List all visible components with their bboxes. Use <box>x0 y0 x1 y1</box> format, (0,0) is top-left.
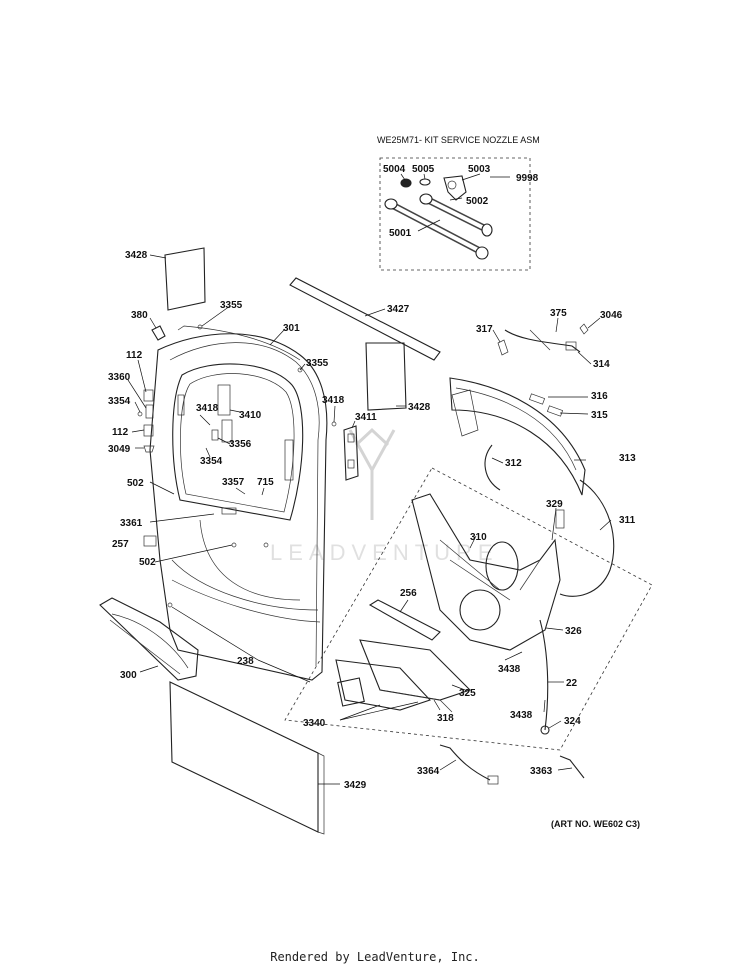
bracket-313 <box>449 377 586 496</box>
callout-3360: 3360 <box>108 372 131 383</box>
part-324 <box>540 725 550 735</box>
kit-title: WE25M71- KIT SERVICE NOZZLE ASM <box>377 135 540 145</box>
callout-3364: 3364 <box>417 766 440 777</box>
screw-3354 <box>137 411 143 417</box>
callout-3418-b: 3418 <box>322 395 345 406</box>
art-number: (ART NO. WE602 C3) <box>551 819 640 829</box>
callout-3411: 3411 <box>355 412 377 423</box>
kit-service-nozzle: WE25M71- KIT SERVICE NOZZLE ASM <box>377 135 540 271</box>
callout-313: 313 <box>619 453 636 464</box>
callout-380: 380 <box>131 310 148 321</box>
callout-3427: 3427 <box>387 304 410 315</box>
drawer-300 <box>99 597 199 681</box>
callout-5001: 5001 <box>389 228 412 239</box>
callout-257: 257 <box>112 539 129 550</box>
callout-labels: 5004 5005 5003 9998 5002 5001 3428 3355 … <box>108 164 640 829</box>
callout-112-a: 112 <box>126 350 143 361</box>
callout-715: 715 <box>257 477 274 488</box>
callout-310: 310 <box>470 532 487 543</box>
callout-3361: 3361 <box>120 518 143 529</box>
callout-316: 316 <box>591 391 608 402</box>
callout-3428-top: 3428 <box>125 250 148 261</box>
callout-3354-b: 3354 <box>200 456 223 467</box>
footer-credit: Rendered by LeadVenture, Inc. <box>270 950 480 964</box>
callout-3438-b: 3438 <box>510 710 533 721</box>
part-3049 <box>143 445 155 453</box>
callout-256: 256 <box>400 588 417 599</box>
callout-311: 311 <box>619 515 636 526</box>
part-3363 <box>559 755 585 779</box>
pad-3428-top <box>164 247 206 311</box>
hose-22 <box>539 619 549 731</box>
pad-3428-mid <box>365 342 407 411</box>
callout-5005: 5005 <box>412 164 435 175</box>
ring-312 <box>484 444 501 491</box>
callout-5004: 5004 <box>383 164 406 175</box>
watermark-text: LEADVENTURE <box>270 540 499 565</box>
seal-311 <box>559 479 615 597</box>
callout-3049: 3049 <box>108 444 131 455</box>
callout-300: 300 <box>120 670 137 681</box>
callout-502-b: 502 <box>139 557 156 568</box>
callout-3355-b: 3355 <box>306 358 329 369</box>
part-329 <box>555 509 565 529</box>
callout-3355-a: 3355 <box>220 300 243 311</box>
part-317 <box>497 339 509 356</box>
callout-3356: 3356 <box>229 439 252 450</box>
callout-325: 325 <box>459 688 476 699</box>
harness-3364 <box>439 744 491 781</box>
callout-5002: 5002 <box>466 196 489 207</box>
callout-315: 315 <box>591 410 608 421</box>
callout-502-a: 502 <box>127 478 144 489</box>
callout-112-b: 112 <box>112 427 129 438</box>
callout-3410: 3410 <box>239 410 262 421</box>
callout-318: 318 <box>437 713 454 724</box>
callout-326: 326 <box>565 626 582 637</box>
callout-9998: 9998 <box>516 173 539 184</box>
callout-5003: 5003 <box>468 164 491 175</box>
callout-329: 329 <box>546 499 563 510</box>
callout-3418-a: 3418 <box>196 403 219 414</box>
harness-375 <box>504 329 581 353</box>
callout-324: 324 <box>564 716 581 727</box>
callout-3363: 3363 <box>530 766 553 777</box>
callout-3354-a: 3354 <box>108 396 131 407</box>
lower-duct-parts <box>335 599 472 713</box>
callout-3046: 3046 <box>600 310 623 321</box>
callout-3340: 3340 <box>303 718 326 729</box>
callout-314: 314 <box>593 359 610 370</box>
clip-380 <box>151 325 166 341</box>
duct-assembly-310 <box>411 493 561 651</box>
callout-312: 312 <box>505 458 522 469</box>
callout-22: 22 <box>566 678 578 689</box>
callout-3357: 3357 <box>222 477 245 488</box>
part-112-a <box>143 389 154 402</box>
bracket-3411 <box>343 425 359 481</box>
callout-317: 317 <box>476 324 493 335</box>
callout-301: 301 <box>283 323 300 334</box>
callout-238: 238 <box>237 656 254 667</box>
assembly-dashed-outline <box>284 467 653 751</box>
kit-dashed-box <box>379 157 531 271</box>
part-314 <box>565 341 577 351</box>
kick-panel-3429 <box>169 681 319 833</box>
part-3360 <box>145 404 154 419</box>
strip-3427 <box>289 277 441 361</box>
callout-375: 375 <box>550 308 567 319</box>
callout-3438-a: 3438 <box>498 664 521 675</box>
watermark: LEADVENTURE <box>270 427 499 565</box>
callout-3429: 3429 <box>344 780 367 791</box>
front-panel-301 <box>149 324 328 681</box>
callout-3428-mid: 3428 <box>408 402 431 413</box>
part-112-b <box>143 424 154 437</box>
part-257 <box>143 535 157 547</box>
part-3046 <box>579 323 589 335</box>
